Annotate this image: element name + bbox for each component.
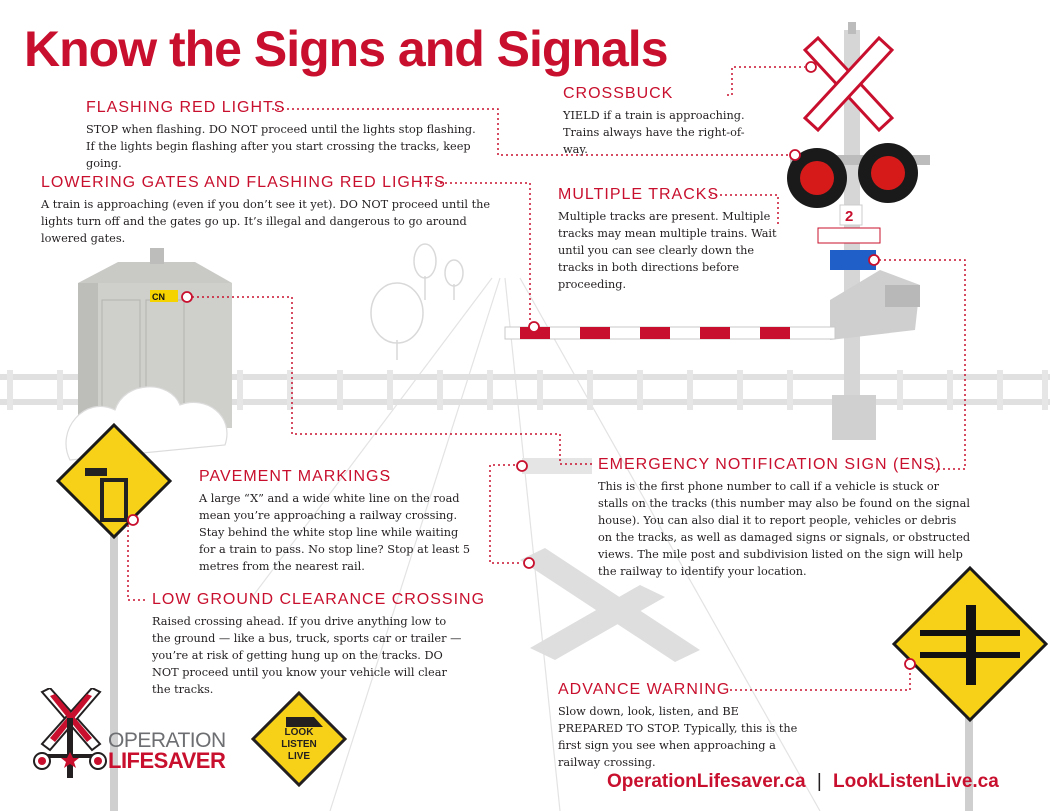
section-heading: EMERGENCY NOTIFICATION SIGN (ENS) bbox=[598, 456, 942, 473]
operation-lifesaver-wordmark: OPERATION LIFESAVER bbox=[108, 729, 226, 773]
section-body: YIELD if a train is approaching. Trains … bbox=[563, 109, 745, 156]
section-heading: MULTIPLE TRACKS bbox=[558, 186, 720, 203]
section-advance-warning: ADVANCE WARNING Slow down, look, listen,… bbox=[558, 681, 806, 771]
section-body: A large “X” and a wide white line on the… bbox=[199, 492, 471, 573]
footer-link-operationlifesaver[interactable]: OperationLifesaver.ca bbox=[607, 771, 806, 792]
section-body: STOP when flashing. DO NOT proceed until… bbox=[86, 123, 476, 170]
section-low-ground-clearance: LOW GROUND CLEARANCE CROSSING Raised cro… bbox=[152, 591, 486, 698]
section-heading: PAVEMENT MARKINGS bbox=[199, 468, 392, 485]
section-body: Slow down, look, listen, and BE PREPARED… bbox=[558, 705, 798, 769]
section-heading: LOWERING GATES AND FLASHING RED LIGHTS bbox=[41, 174, 446, 191]
section-heading: FLASHING RED LIGHTS bbox=[86, 99, 286, 116]
section-heading: CROSSBUCK bbox=[563, 85, 674, 102]
logo-look-text: LOOK bbox=[284, 727, 314, 738]
section-lowering-gates: LOWERING GATES AND FLASHING RED LIGHTS A… bbox=[41, 174, 511, 247]
road-lines bbox=[249, 277, 821, 811]
look-listen-live-logo: LOOK LISTEN LIVE bbox=[251, 691, 347, 787]
lowering-gate-arm bbox=[504, 326, 836, 340]
railway-tracks bbox=[0, 374, 1050, 405]
logo-listen-text: LISTEN bbox=[281, 739, 317, 750]
leader-lines bbox=[127, 66, 966, 691]
pavement-x-marking bbox=[520, 548, 700, 662]
section-ens: EMERGENCY NOTIFICATION SIGN (ENS) This i… bbox=[598, 456, 972, 580]
low-ground-clearance-sign bbox=[55, 422, 173, 811]
operation-lifesaver-logo-icon bbox=[33, 688, 107, 778]
tree-icons bbox=[370, 243, 464, 360]
footer-link-looklistenlive[interactable]: LookListenLive.ca bbox=[833, 771, 999, 792]
logo-operation-text: OPERATION bbox=[108, 729, 226, 752]
section-body: This is the first phone number to call i… bbox=[598, 480, 971, 578]
section-heading: LOW GROUND CLEARANCE CROSSING bbox=[152, 591, 486, 608]
section-body: Multiple tracks are present. Multiple tr… bbox=[558, 210, 777, 291]
section-crossbuck: CROSSBUCK YIELD if a train is approachin… bbox=[563, 85, 763, 158]
section-body: Raised crossing ahead. If you drive anyt… bbox=[152, 615, 462, 696]
signal-house-label: CN bbox=[152, 292, 165, 302]
footer-links: OperationLifesaver.ca | LookListenLive.c… bbox=[607, 771, 999, 793]
section-heading: ADVANCE WARNING bbox=[558, 681, 731, 698]
section-flashing-red-lights: FLASHING RED LIGHTS STOP when flashing. … bbox=[86, 99, 486, 172]
track-count-label: 2 bbox=[845, 208, 853, 225]
page-title: Know the Signs and Signals bbox=[24, 21, 669, 77]
footer-separator: | bbox=[816, 771, 822, 792]
section-pavement-markings: PAVEMENT MARKINGS A large “X” and a wide… bbox=[199, 468, 475, 575]
crossbuck-sign bbox=[802, 35, 895, 133]
flashing-red-lights bbox=[787, 143, 930, 208]
section-multiple-tracks: MULTIPLE TRACKS Multiple tracks are pres… bbox=[558, 186, 780, 293]
logo-lifesaver-text: LIFESAVER bbox=[108, 748, 226, 773]
logo-live-text: LIVE bbox=[287, 751, 311, 762]
section-body: A train is approaching (even if you don’… bbox=[41, 198, 491, 245]
advance-warning-sign bbox=[891, 565, 1049, 811]
callout-markers bbox=[127, 61, 916, 670]
